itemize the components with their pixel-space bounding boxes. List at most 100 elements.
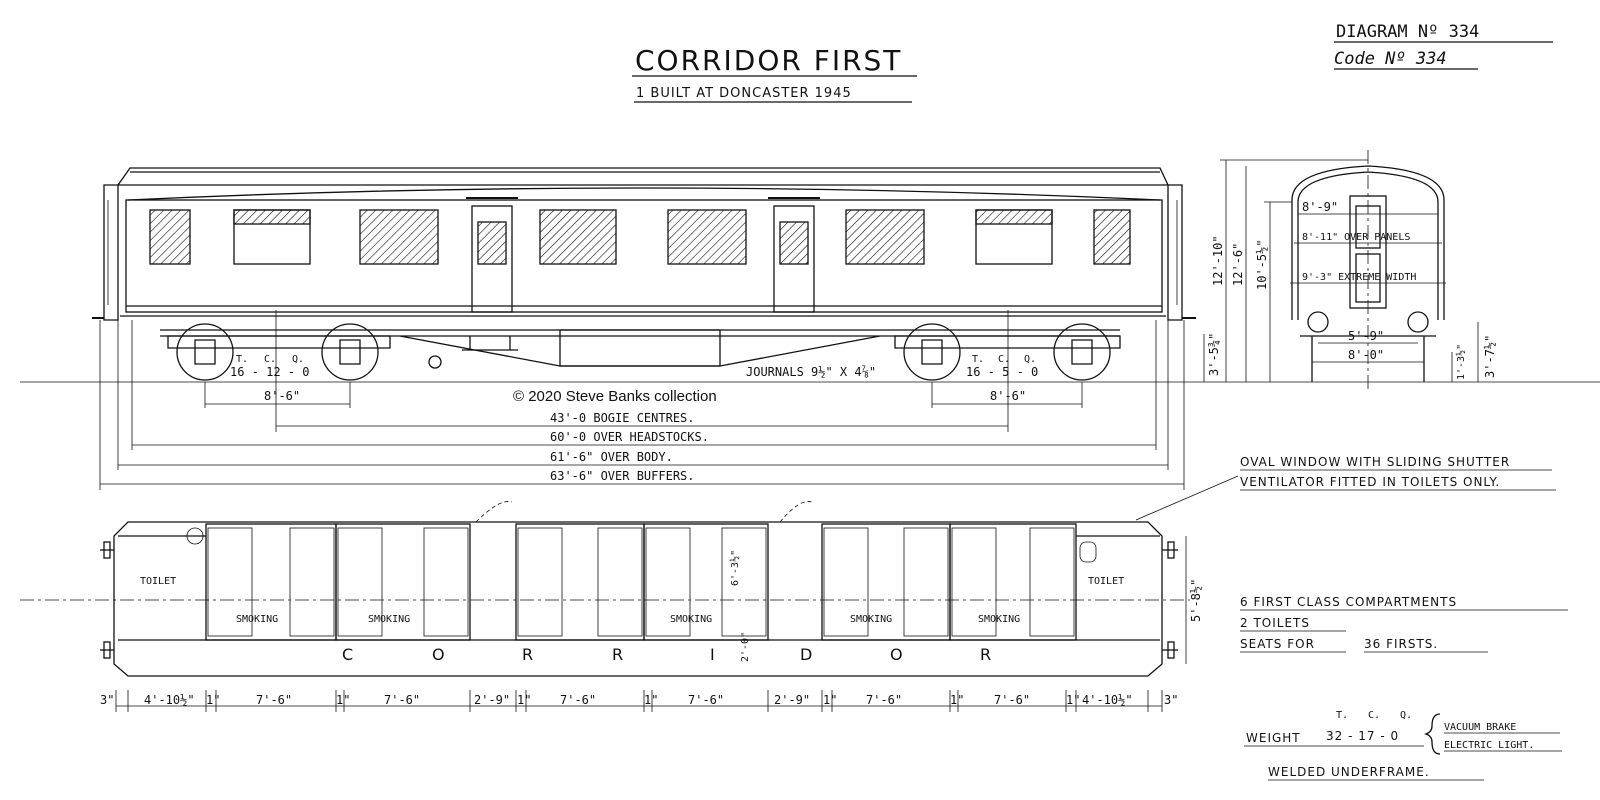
body-dim: 61'-6" OVER BODY. [550,450,673,464]
droplight [233,209,311,225]
door-window [477,221,507,265]
plan-dim: 2'-9" [474,693,510,707]
left-bogie [167,323,442,381]
diagram-number: DIAGRAM Nº 334 [1336,22,1479,42]
buffer-centres-dim: 5'-9" [1348,329,1384,343]
bogie-left-weight: 16 - 12 - 0 [230,365,309,379]
end-width-2: 8'-11" OVER PANELS [1302,232,1410,243]
plan-dim: 1" [1066,693,1080,707]
page-title: CORRIDOR FIRST [635,44,902,77]
smoking-label: SMOKING [850,614,892,625]
plan-dim: 1" [336,693,350,707]
coach-body [125,199,1163,313]
bogie-right-weight-c: C. [998,354,1010,365]
end-width-3: 9'-3" EXTREME WIDTH [1302,272,1416,283]
copyright-notice: © 2020 Steve Banks collection [513,388,717,405]
diagram-number-block: DIAGRAM Nº 334 Code Nº 334 [1334,22,1553,70]
end-height-2: 12'-6" [1231,243,1245,286]
body-width-dim: 5'-8½" [1189,579,1203,622]
buffers-dim: 63'-6" OVER BUFFERS. [550,469,695,483]
compartment [335,523,471,641]
plan-dim: 1" [823,693,837,707]
compartment-depth-dim: 6'-3½" [729,550,741,586]
door [773,205,815,313]
plan-dim: 4'-10½" [144,693,195,707]
plan-dim: 1" [950,693,964,707]
toilet-right-label: TOILET [1088,576,1124,587]
summary-seats-label: SEATS FOR [1240,637,1315,651]
corridor-letter: C [342,645,353,664]
bogie-right-weight-q: Q. [1024,354,1036,365]
bogie-centres-dim: 43'-0 BOGIE CENTRES. [550,411,695,425]
window [845,209,925,265]
window [149,209,191,265]
buffer-height-dim: 3'-7½" [1483,335,1497,378]
toilet-left-label: TOILET [140,576,176,587]
welded-underframe-note: WELDED UNDERFRAME. [1268,765,1430,779]
oval-window-note-2: VENTILATOR FITTED IN TOILETS ONLY. [1240,475,1500,489]
plan-dim: 3" [100,693,114,707]
corridor-letter: R [980,645,991,664]
door [471,205,513,313]
plan-dim: 1" [644,693,658,707]
battery-box [559,329,721,367]
compartment [515,523,645,641]
corridor-letter: D [800,645,812,664]
weight-c: C. [1368,710,1380,721]
plan-dim: 7'-6" [560,693,596,707]
plan-dim: 7'-6" [384,693,420,707]
plan-dim: 1" [206,693,220,707]
plan-dim: 3" [1164,693,1178,707]
plan-dim: 2'-9" [774,693,810,707]
rail-to-floor-height: 3'-5¾" [1207,333,1221,376]
wheelbase-left: 8'-6" [264,389,300,403]
summary-toilets: 2 TOILETS [1240,616,1310,630]
end-height-3: 10'-5½" [1255,239,1269,290]
compartment [949,523,1077,641]
summary-compartments: 6 FIRST CLASS COMPARTMENTS [1240,595,1457,609]
bogie-right-weight: 16 - 5 - 0 [966,365,1038,379]
electric-light-label: ELECTRIC LIGHT. [1444,740,1534,751]
compartment [643,523,769,641]
wheel [903,323,961,381]
bogie-right-weight-t: T. [972,354,984,365]
right-bogie [894,323,1121,381]
end-elevation: 8'-9" 8'-11" OVER PANELS 9'-3" EXTREME W… [1211,150,1497,390]
smoking-label: SMOKING [978,614,1020,625]
weight-label: WEIGHT [1246,731,1301,745]
oval-window-note-1: OVAL WINDOW WITH SLIDING SHUTTER [1240,455,1510,469]
plan-dim: 4'-10½" [1082,693,1133,707]
corridor-letter: O [890,645,903,664]
weight-t: T. [1336,710,1348,721]
bogie-left-weight-t: T. [236,354,248,365]
corridor-letter: O [432,645,445,664]
headstocks-dim: 60'-0 OVER HEADSTOCKS. [550,430,709,444]
code-number: Code Nº 334 [1334,49,1447,69]
wheel [321,323,379,381]
corridor-letter: I [710,645,715,664]
title-block: CORRIDOR FIRST 1 BUILT AT DONCASTER 1945 [632,44,917,103]
end-height-1: 12'-10" [1211,235,1225,286]
length-dimensions: 8'-6" 8'-6" 43'-0 BOGIE CENTRES. 60'-0 O… [99,310,1185,490]
door-window [779,221,809,265]
corridor-width-dim: 2'-0" [740,632,751,662]
plan-dim: 1" [517,693,531,707]
plan-view: TOILET TOILET SMOKING SMOKING SMOKING SM… [20,501,1203,712]
corridor-letter: R [612,645,623,664]
wheel [176,323,234,381]
plan-dim: 7'-6" [256,693,292,707]
summary-seats-value: 36 FIRSTS. [1364,637,1438,651]
smoking-label: SMOKING [670,614,712,625]
bogie-left-weight-c: C. [264,354,276,365]
page-subtitle: 1 BUILT AT DONCASTER 1945 [636,86,852,101]
window [539,209,617,265]
smoking-label: SMOKING [236,614,278,625]
plan-dim: 7'-6" [994,693,1030,707]
window [1093,209,1131,265]
end-width-1: 8'-9" [1302,200,1338,214]
notes-block: OVAL WINDOW WITH SLIDING SHUTTER VENTILA… [1135,455,1568,781]
plan-dim: 7'-6" [688,693,724,707]
droplight [975,209,1053,225]
bogie-width-dim: 8'-0" [1348,348,1384,362]
